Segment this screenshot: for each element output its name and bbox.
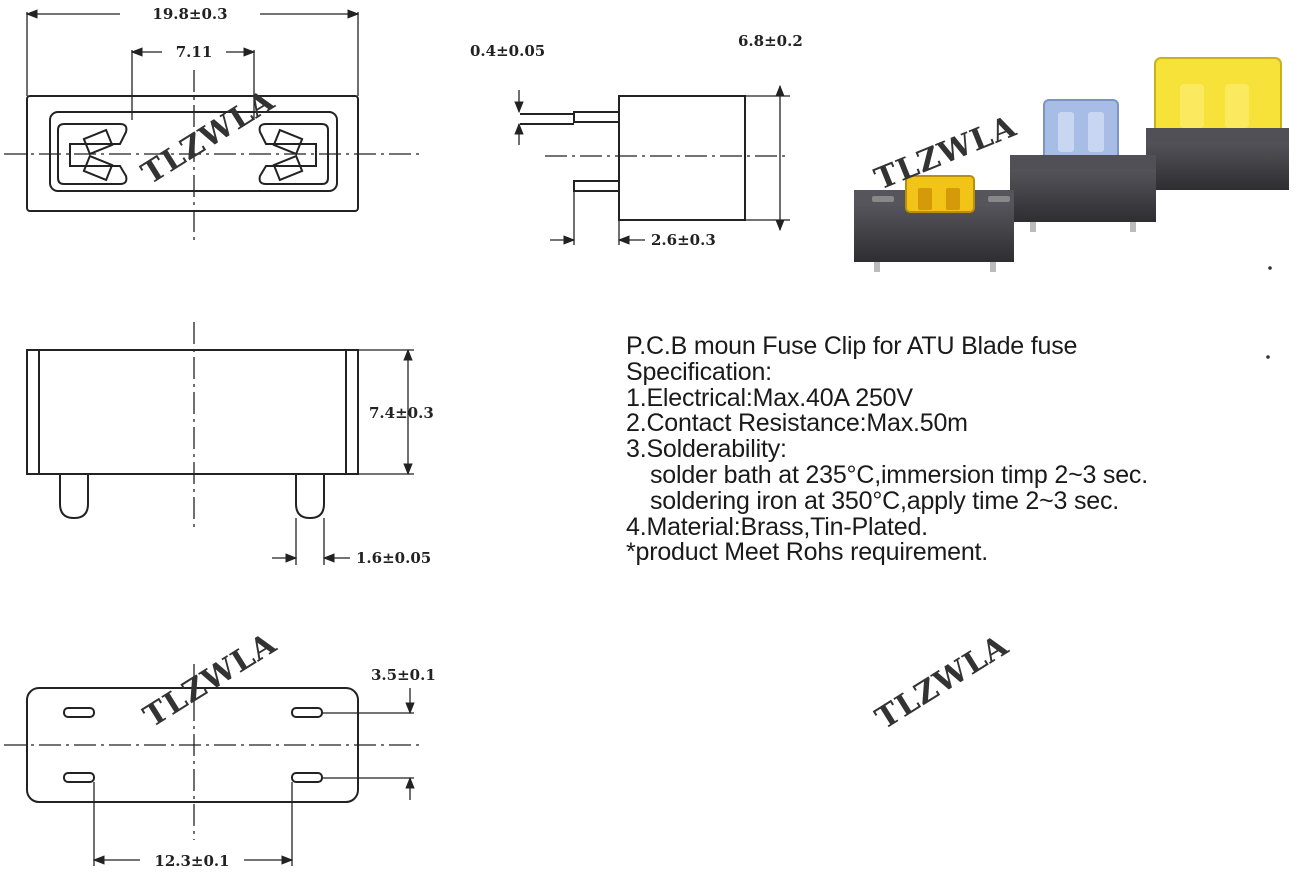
specification-text: P.C.B moun Fuse Clip for ATU Blade fuse … <box>626 332 1305 567</box>
dim-inner-span: 7.11 <box>176 43 213 61</box>
top-view: 19.8±0.3 7.11 TLZWLA <box>4 4 420 240</box>
watermark-bottom: TLZWLA <box>138 626 283 735</box>
spec-item-contact-resistance: 2.Contact Resistance:Max.50m <box>626 409 968 438</box>
side-view: 0.4±0.05 6.8±0.2 2.6±0.3 <box>470 32 803 249</box>
bottom-view: 3.5±0.1 12.3±0.1 TLZWLA <box>4 626 436 870</box>
dim-slot-spacing-h: 12.3±0.1 <box>154 852 229 870</box>
dim-pin-thickness: 0.4±0.05 <box>470 42 545 60</box>
dim-slot-spacing-v: 3.5±0.1 <box>371 666 436 684</box>
product-photo: TLZWLA <box>854 57 1289 272</box>
spec-soldering-iron: soldering iron at 350°C,apply time 2~3 s… <box>650 486 1120 515</box>
spec-rohs-note: *product Meet Rohs requirement. <box>626 538 989 567</box>
dot-mark <box>1268 266 1272 270</box>
spec-title: P.C.B moun Fuse Clip for ATU Blade fuse <box>626 332 1078 360</box>
spec-item-electrical: 1.Electrical:Max.40A 250V <box>626 383 913 412</box>
front-view: 7.4±0.3 1.6±0.05 <box>26 322 434 567</box>
dim-top-width: 19.8±0.3 <box>152 5 227 23</box>
dim-height-side: 6.8±0.2 <box>738 32 803 50</box>
watermark-right: TLZWLA <box>870 628 1015 737</box>
spec-heading: Specification: <box>626 357 772 386</box>
dim-front-height: 7.4±0.3 <box>369 404 434 422</box>
watermark-top: TLZWLA <box>136 83 281 192</box>
dot-mark <box>1266 355 1270 359</box>
dim-pin-offset: 2.6±0.3 <box>651 231 716 249</box>
dim-pin-diameter: 1.6±0.05 <box>356 549 431 567</box>
spec-item-solderability: 3.Solderability: <box>626 435 787 464</box>
spec-item-material: 4.Material:Brass,Tin-Plated. <box>626 512 928 541</box>
spec-solder-bath: solder bath at 235°C,immersion timp 2~3 … <box>650 460 1148 489</box>
